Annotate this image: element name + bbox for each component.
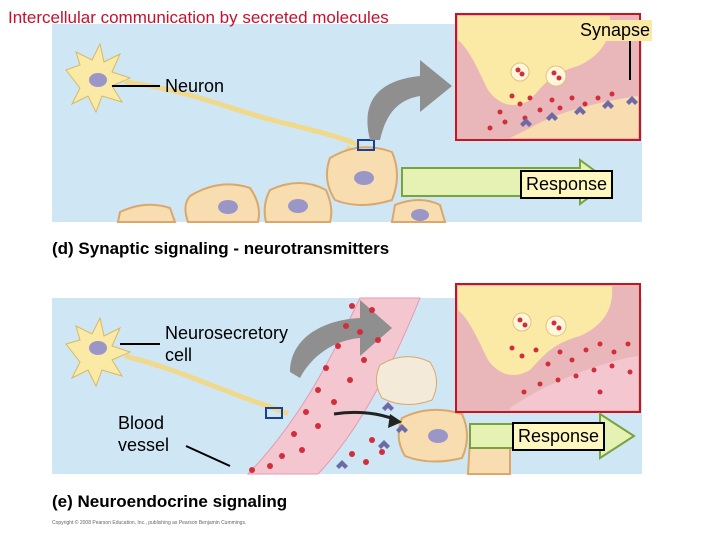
neurosecretory-cell bbox=[65, 316, 290, 417]
response-label-d: Response bbox=[520, 170, 614, 199]
synapse-marker-d bbox=[357, 139, 375, 151]
blood-label-line2: vessel bbox=[118, 435, 170, 455]
blood-vessel-pointer bbox=[185, 445, 231, 467]
caption-d: (d) Synaptic signaling - neurotransmitte… bbox=[52, 239, 390, 258]
caption-e: (e) Neuroendocrine signaling bbox=[52, 492, 288, 511]
blood-label-line1: Blood bbox=[118, 413, 165, 433]
neuron-label: Neuron bbox=[165, 76, 225, 96]
axon bbox=[124, 79, 362, 149]
synapse-marker-e bbox=[265, 407, 283, 419]
copyright-note: Copyright © 2008 Pearson Education, Inc.… bbox=[52, 520, 247, 526]
hormone-inset bbox=[455, 283, 641, 413]
hormones-in-blood bbox=[249, 303, 385, 473]
synapse-receptors bbox=[520, 96, 638, 127]
zoom-arrow-d bbox=[367, 60, 452, 140]
target-cells-e bbox=[376, 356, 511, 475]
page-title: Intercellular communication by secreted … bbox=[8, 8, 389, 27]
synapse-neurotransmitters bbox=[487, 91, 615, 131]
synapse-label: Synapse bbox=[578, 20, 653, 41]
panel-e bbox=[52, 283, 642, 475]
zoom-arrow-e bbox=[290, 300, 392, 378]
neurosecretory-label-line1: Neurosecretory bbox=[165, 323, 289, 343]
response-label-e: Response bbox=[512, 422, 606, 451]
receptors-e bbox=[336, 402, 408, 469]
target-cells-d bbox=[116, 146, 447, 223]
neurosecretory-label-line2: cell bbox=[165, 345, 193, 365]
inset-hormones bbox=[509, 341, 633, 395]
neuron-nucleus bbox=[89, 73, 107, 87]
